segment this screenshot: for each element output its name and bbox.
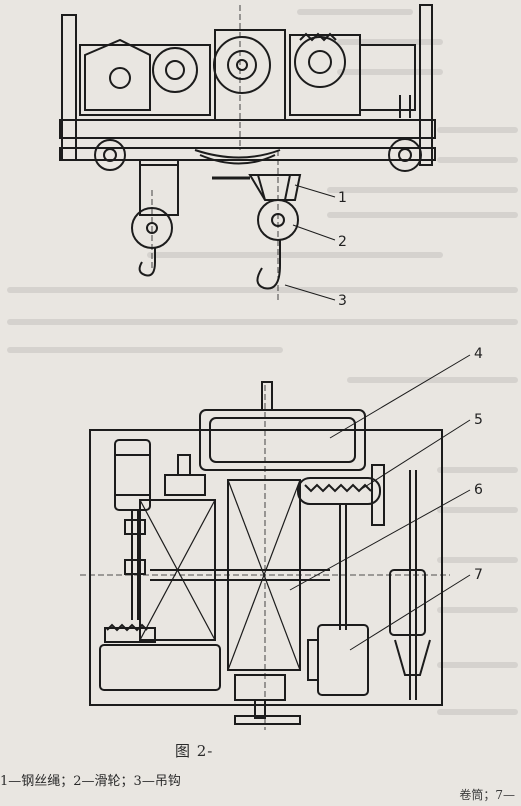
- left-gear-housing: [79, 44, 211, 116]
- left-gear-casing: [84, 38, 151, 111]
- callout-3: 3: [338, 293, 347, 309]
- left-hook: [138, 248, 156, 277]
- right-end-plate: [419, 4, 433, 166]
- right-wheel: [388, 138, 422, 172]
- callout-6: 6: [474, 482, 483, 498]
- callout-4: 4: [474, 346, 483, 362]
- figure-legend: 1—钢丝绳；2—滑轮；3—吊钩: [0, 774, 181, 789]
- callout-5: 5: [474, 412, 483, 428]
- callout-2: 2: [338, 234, 347, 250]
- left-end-plate: [61, 14, 77, 161]
- right-motor-block: [359, 44, 416, 111]
- figure-caption: 图 2-: [175, 742, 214, 760]
- right-hook-block: [248, 174, 302, 201]
- brake-block: [164, 474, 206, 496]
- bottom-gearbox: [99, 644, 221, 691]
- lower-frame-beam: [59, 147, 436, 161]
- bottom-coupling: [234, 674, 286, 701]
- callout-7: 7: [474, 567, 483, 583]
- figure-legend-tail: 卷筒；7—: [459, 788, 515, 802]
- callout-1: 1: [338, 190, 347, 206]
- left-wheel: [94, 139, 126, 171]
- right-reducer: [389, 569, 426, 636]
- right-hook: [256, 240, 281, 290]
- component-7-motor: [317, 624, 369, 696]
- component-4-housing: [199, 409, 366, 471]
